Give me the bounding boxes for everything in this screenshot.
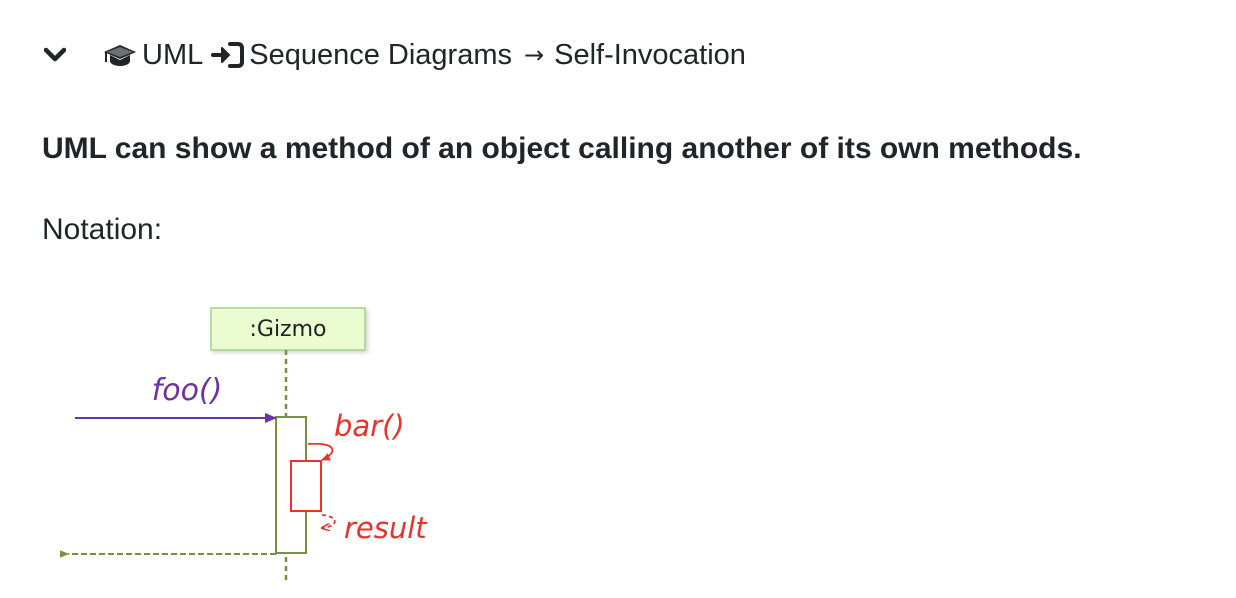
graduation-cap-icon bbox=[102, 42, 138, 68]
chevron-down-icon[interactable] bbox=[40, 40, 70, 70]
object-label: :Gizmo bbox=[249, 317, 326, 342]
breadcrumb-item-self-invocation: Self-Invocation bbox=[554, 38, 746, 71]
self-message-arrow bbox=[307, 442, 334, 461]
object-box: :Gizmo bbox=[210, 307, 366, 351]
breadcrumb-item-sequence-diagrams[interactable]: Sequence Diagrams bbox=[249, 38, 512, 71]
notation-label: Notation: bbox=[42, 213, 163, 246]
self-return-label: result bbox=[344, 511, 428, 545]
self-invocation-diagram: :Gizmo foo() bar() result bbox=[60, 307, 428, 580]
breadcrumb-arrow: → bbox=[524, 41, 545, 69]
breadcrumb: UML Sequence Diagrams → Self-Invocation bbox=[40, 34, 746, 76]
self-message-label: bar() bbox=[334, 409, 405, 443]
breadcrumb-item-uml[interactable]: UML bbox=[142, 38, 204, 71]
self-return-arrow bbox=[322, 514, 336, 528]
self-activation-bar bbox=[290, 460, 322, 512]
sign-in-icon bbox=[211, 41, 245, 69]
page-statement: UML can show a method of an object calli… bbox=[42, 132, 1082, 165]
incoming-message-label: foo() bbox=[152, 373, 223, 408]
